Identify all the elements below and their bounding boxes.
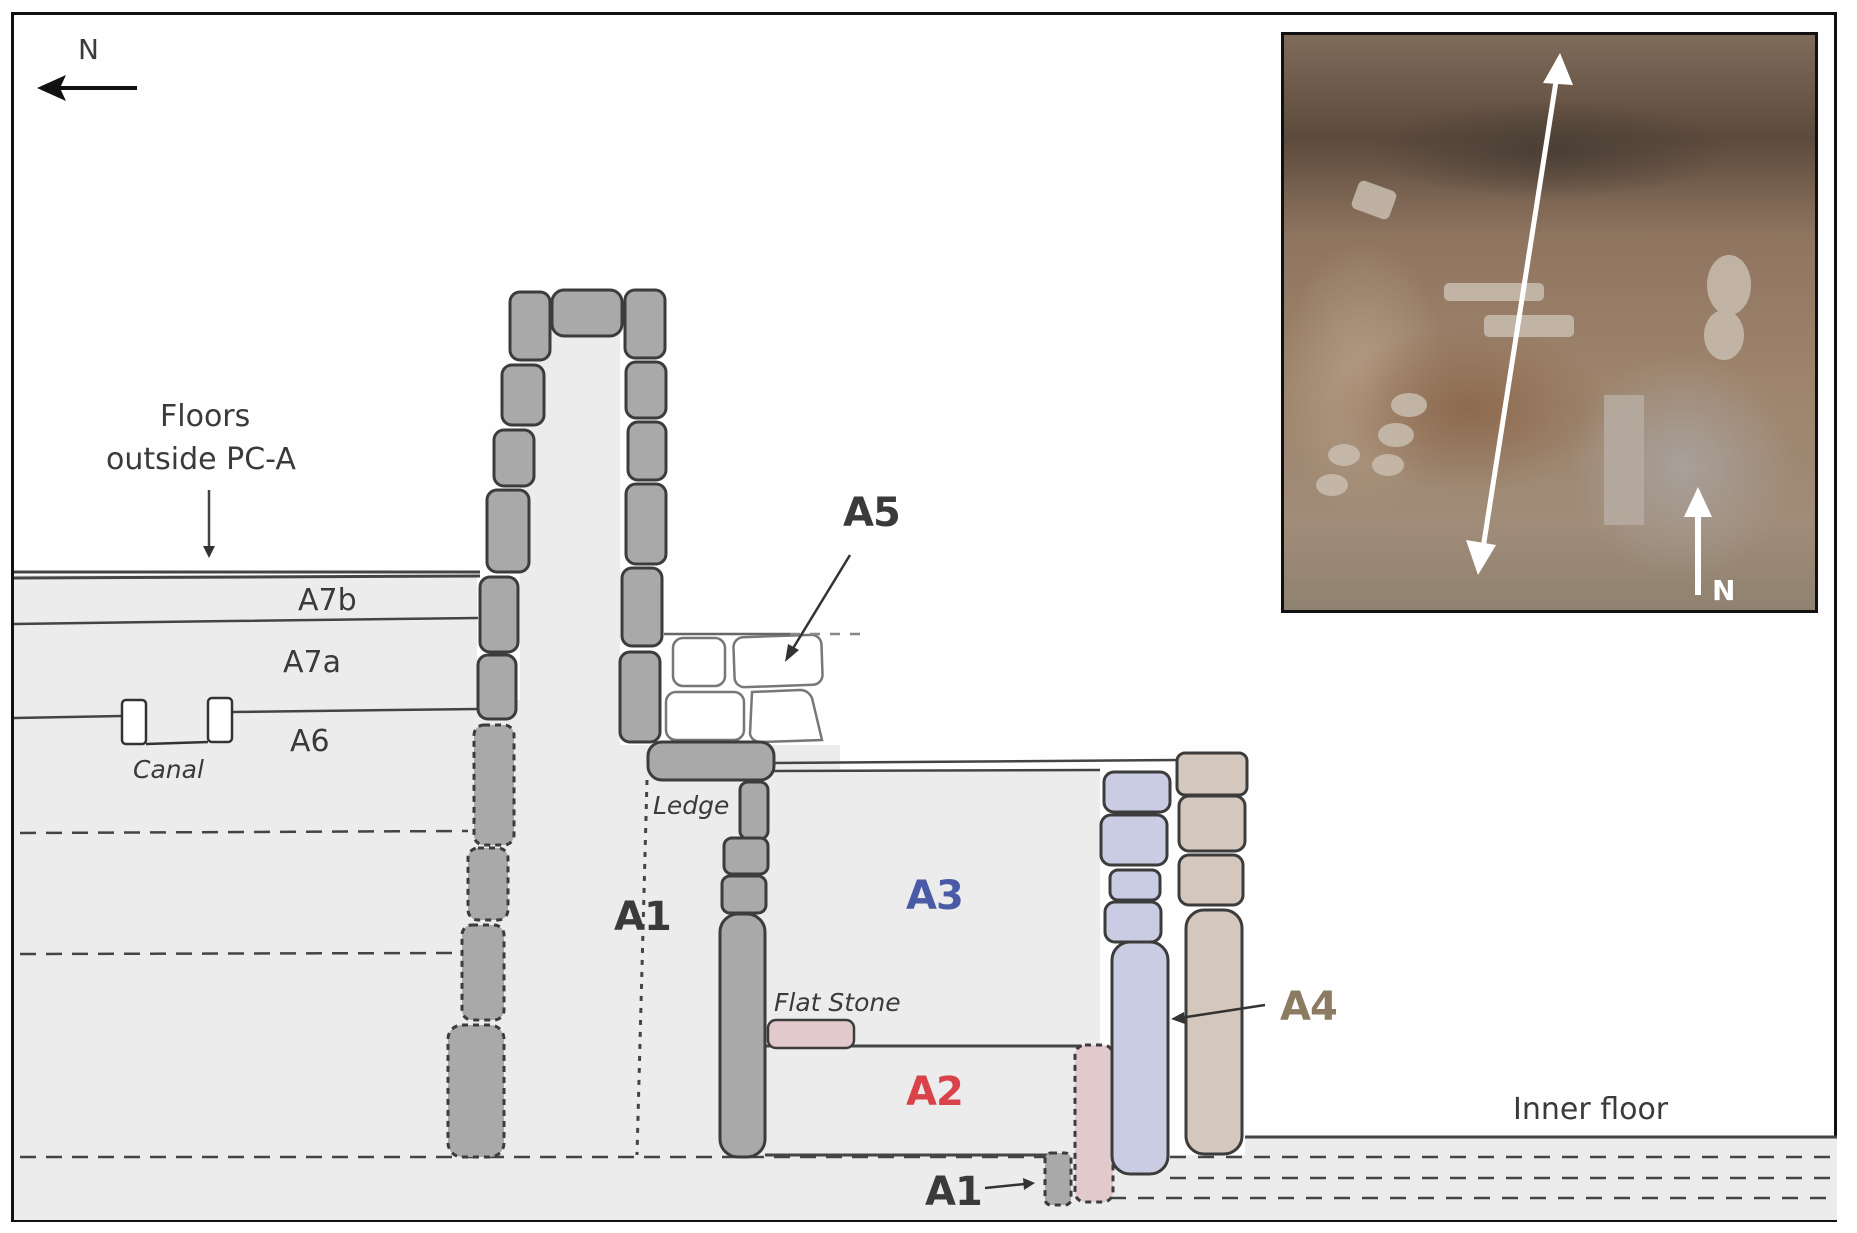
section-line-double-arrow-icon [1466, 53, 1573, 575]
photo-north-label: N [1712, 574, 1736, 607]
floor-lines-outside [13, 570, 1060, 1159]
north-arrow-icon [37, 75, 137, 101]
excavation-photo: N [1281, 32, 1818, 613]
wall-a1-small-stone [1043, 1151, 1073, 1207]
wall-a2-stone [1073, 1043, 1115, 1204]
canal [120, 696, 234, 746]
flat-stone [766, 1018, 856, 1050]
wall-a5-label: A5 [843, 490, 901, 536]
floors-outside-label-line2: outside PC-A [106, 442, 296, 477]
wall-a1-buried-stones [446, 723, 516, 1159]
photo-overlay [1316, 53, 1751, 595]
room-a2-label: A2 [906, 1069, 964, 1115]
a1-dotted-edge [635, 779, 649, 1156]
ledge-stone [646, 740, 776, 782]
wall-a4-label: A4 [1280, 984, 1338, 1030]
flat-stone-label: Flat Stone [774, 988, 901, 1017]
wall-a1-label: A1 [614, 894, 672, 940]
layer-a7a-label: A7a [283, 645, 341, 680]
room-a3-label: A3 [906, 873, 964, 919]
a1-small-pointer-arrow [984, 1178, 1035, 1190]
layer-a7b-label: A7b [298, 583, 357, 618]
layer-a6-label: A6 [290, 724, 330, 759]
wall-a1-small-label: A1 [925, 1169, 983, 1215]
compass-n-label: N [78, 33, 99, 66]
inner-floor-lines [1110, 1135, 1837, 1200]
ledge-label: Ledge [653, 791, 730, 820]
canal-label: Canal [133, 755, 204, 784]
a4-pointer-arrow [1171, 1003, 1266, 1024]
wall-a3-stones [1099, 770, 1172, 1176]
floor-pointer-arrow [203, 490, 215, 558]
floors-outside-label-line1: Floors [160, 399, 251, 434]
wall-a5-stones [664, 632, 860, 744]
photo-north-arrow-icon [1684, 487, 1712, 595]
a5-pointer-arrow [785, 554, 852, 662]
wall-a4-stones [1175, 751, 1249, 1156]
pillar-stones [718, 780, 770, 1159]
wall-a1-stones [476, 288, 668, 744]
inner-floor-label: Inner floor [1513, 1092, 1669, 1127]
